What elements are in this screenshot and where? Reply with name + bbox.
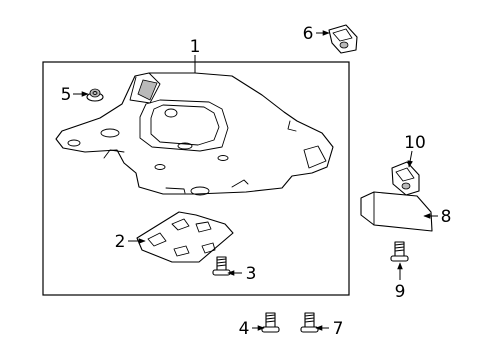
side-bracket-part-8[interactable]: [360, 191, 433, 232]
callout-5: 5: [61, 85, 72, 105]
screw-part-3[interactable]: [212, 256, 231, 276]
u-nut-clip-part-6[interactable]: [328, 24, 358, 54]
access-panel-part[interactable]: [136, 211, 234, 263]
u-nut-clip-part-10[interactable]: [391, 161, 420, 196]
callout-3: 3: [246, 264, 257, 284]
callout-4: 4: [239, 319, 250, 339]
callout-10: 10: [404, 133, 426, 153]
callout-6: 6: [303, 24, 314, 44]
callout-7: 7: [333, 319, 344, 339]
callout-2: 2: [115, 232, 126, 252]
assembly-frame: [42, 61, 350, 296]
screw-part-7[interactable]: [300, 312, 319, 333]
push-nut-part-5[interactable]: [86, 88, 104, 102]
callout-8: 8: [441, 207, 452, 227]
under-cover-part[interactable]: [55, 72, 334, 196]
callout-9: 9: [395, 282, 406, 302]
screw-part-9[interactable]: [390, 241, 409, 262]
screw-part-4[interactable]: [261, 312, 280, 333]
leader-10: [407, 150, 413, 168]
callout-1: 1: [190, 37, 201, 57]
